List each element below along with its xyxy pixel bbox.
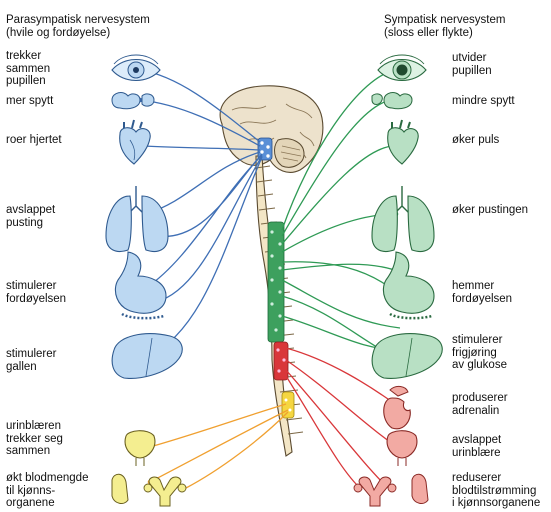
label-symp-bladder: avslappet urinblære [452, 434, 550, 459]
eye-left-icon [112, 55, 160, 81]
lumbar-ganglia [274, 342, 288, 380]
label-symp-genitals: reduserer blodtilstrømming i kjønnsorgan… [452, 472, 550, 510]
sacral-nerves [146, 404, 288, 488]
label-symp-lungs: øker pustingen [452, 204, 550, 217]
sympathetic-subtitle: (sloss eller flykte) [384, 27, 505, 40]
parasympathetic-subtitle: (hvile og fordøyelse) [6, 27, 150, 40]
parasympathetic-header: Parasympatisk nervesystem (hvile og ford… [6, 14, 150, 40]
sympathetic-header: Sympatisk nervesystem (sloss eller flykt… [384, 14, 505, 40]
label-para-lungs: avslappet pusting [6, 204, 106, 229]
label-para-stomach: stimulerer fordøyelsen [6, 280, 106, 305]
liver-right-icon [372, 334, 442, 379]
liver-left-icon [112, 334, 182, 379]
label-symp-eye: utvider pupillen [452, 52, 550, 77]
label-para-genitals: økt blodmengde til kjønns- organene [6, 472, 106, 510]
eye-right-icon [378, 55, 426, 81]
lungs-right-icon [372, 186, 434, 251]
label-para-bladder: urinblæren trekker seg sammen [6, 420, 106, 458]
bladder-left-icon [125, 431, 155, 466]
label-para-heart: roer hjertet [6, 134, 106, 147]
genitals-right-icon [354, 474, 428, 506]
heart-right-icon [388, 120, 419, 164]
label-symp-adrenal: produserer adrenalin [452, 392, 550, 417]
label-symp-liver: stimulerer frigjøring av glukose [452, 334, 550, 372]
thoracic-ganglia [268, 222, 284, 342]
bladder-right-icon [387, 431, 417, 466]
label-para-saliva: mer spytt [6, 95, 106, 108]
label-para-liver: stimulerer gallen [6, 348, 106, 373]
stomach-left-icon [115, 252, 166, 318]
salivary-gland-left-icon [112, 93, 154, 109]
sympathetic-title: Sympatisk nervesystem [384, 14, 505, 27]
lungs-left-icon [106, 186, 168, 251]
heart-left-icon [120, 120, 151, 164]
label-para-eye: trekker sammen pupillen [6, 50, 106, 88]
salivary-gland-right-icon [372, 93, 412, 109]
label-symp-saliva: mindre spytt [452, 95, 550, 108]
stomach-right-icon [383, 252, 434, 318]
parasympathetic-title: Parasympatisk nervesystem [6, 14, 150, 27]
label-symp-heart: øker puls [452, 134, 550, 147]
adrenal-kidney-icon [384, 386, 411, 428]
label-symp-stomach: hemmer fordøyelsen [452, 280, 550, 305]
genitals-left-icon [112, 474, 186, 506]
